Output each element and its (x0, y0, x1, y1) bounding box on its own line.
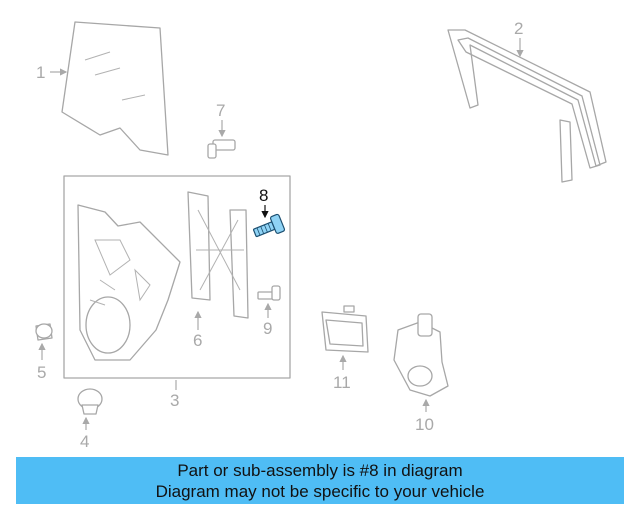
parts-diagram: 1 2 7 3 6 8 (35, 19, 607, 451)
callout-2: 2 (514, 19, 523, 38)
control-module-part-11[interactable]: 11 (321, 305, 369, 392)
info-banner: Part or sub-assembly is #8 in diagram Di… (16, 457, 624, 504)
callout-1: 1 (36, 63, 45, 82)
window-motor-part-10[interactable]: 10 (393, 313, 449, 434)
banner-line-2: Diagram may not be specific to your vehi… (155, 482, 485, 501)
callout-11: 11 (333, 373, 351, 392)
callout-10: 10 (415, 415, 434, 434)
callout-8: 8 (259, 186, 268, 205)
glass-run-channel-part-2[interactable]: 2 (447, 19, 607, 183)
screw-part-9[interactable]: 9 (257, 285, 281, 338)
callout-9: 9 (263, 319, 272, 338)
callout-5: 5 (37, 363, 46, 382)
clip-part-5[interactable]: 5 (35, 323, 53, 382)
callout-7: 7 (216, 101, 225, 120)
banner-line-1: Part or sub-assembly is #8 in diagram (177, 461, 463, 480)
callout-6: 6 (193, 331, 202, 350)
grommet-part-4[interactable]: 4 (77, 388, 103, 451)
bolt-part-8[interactable]: 8 (251, 186, 286, 241)
regulator-assembly-part-3[interactable]: 3 (63, 175, 291, 410)
door-glass-part-1[interactable]: 1 (36, 21, 169, 156)
callout-4: 4 (80, 432, 89, 451)
bolt-part-7[interactable]: 7 (207, 101, 236, 159)
callout-3: 3 (170, 391, 179, 410)
